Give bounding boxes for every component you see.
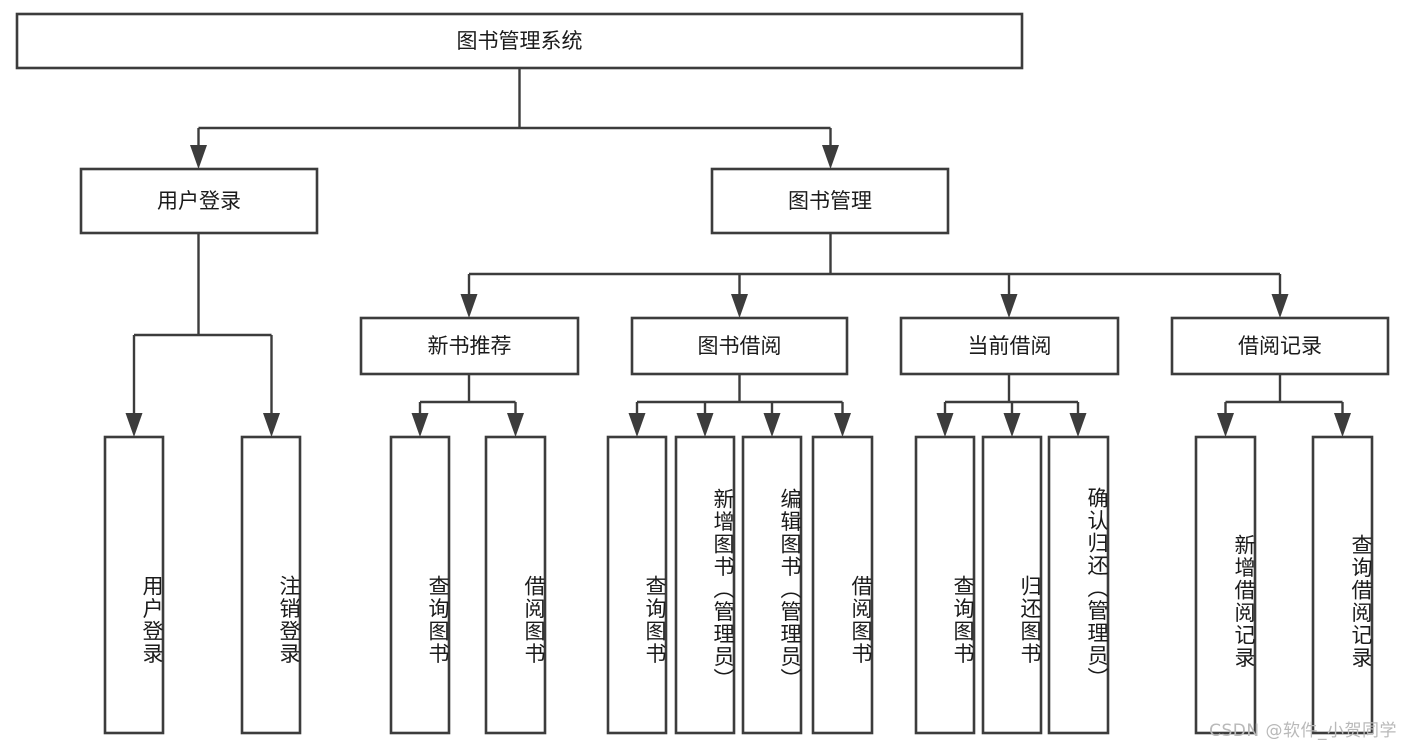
node-box-leaf-user-login[interactable] [103, 435, 165, 735]
arrow-newbook-leaf-1 [411, 413, 429, 437]
arrow-bookborrow-leaf-3 [763, 413, 781, 437]
node-box-leaf-borrow-book-1[interactable] [484, 435, 547, 735]
node-label-root: 图书管理系统 [457, 29, 583, 53]
nodes-layer: 图书管理系统 用户登录 图书管理 新书推荐 图书借阅 当前借阅 借阅记录 [15, 12, 1390, 735]
node-box-leaf-edit-book[interactable] [741, 435, 803, 735]
arrow-newbook-leaf-2 [507, 413, 524, 437]
node-box-leaf-logout[interactable] [240, 435, 302, 735]
node-label-current-borrow: 当前借阅 [968, 334, 1052, 358]
arrow-currentborrow-leaf-3 [1069, 413, 1087, 437]
node-box-leaf-add-record[interactable] [1194, 435, 1257, 735]
arrow-root-to-book-manage [822, 145, 839, 169]
node-box-leaf-borrow-book-2[interactable] [811, 435, 874, 735]
node-box-leaf-query-book-3[interactable] [914, 435, 976, 735]
node-label-borrow-record: 借阅记录 [1238, 334, 1322, 358]
edges-layer [125, 68, 1351, 437]
arrow-bookborrow-leaf-4 [834, 413, 851, 437]
node-box-leaf-add-book[interactable] [674, 435, 736, 735]
node-box-leaf-query-book-1[interactable] [389, 435, 451, 735]
arrow-bookmanage-to-book-borrow [731, 294, 748, 318]
arrow-bookborrow-leaf-1 [628, 413, 646, 437]
csdn-watermark: CSDN @软件_小贺同学 [1209, 721, 1397, 741]
arrow-currentborrow-leaf-2 [1003, 413, 1021, 437]
node-box-leaf-query-book-2[interactable] [606, 435, 668, 735]
node-box-leaf-return-book[interactable] [981, 435, 1043, 735]
node-box-book-manage[interactable] [710, 167, 950, 235]
node-box-new-book-recommend[interactable] [359, 316, 580, 376]
arrow-borrowrecord-leaf-2 [1334, 413, 1351, 437]
arrow-userlogin-leaf-2 [263, 413, 280, 437]
arrow-bookborrow-leaf-2 [696, 413, 714, 437]
node-label-new-book-recommend: 新书推荐 [428, 334, 512, 358]
arrow-root-to-user-login [190, 145, 207, 169]
node-box-leaf-query-record[interactable] [1311, 435, 1374, 735]
arrow-bookmanage-to-new-book [460, 294, 478, 318]
node-label-book-manage: 图书管理 [788, 189, 872, 213]
node-box-leaf-confirm-return[interactable] [1047, 435, 1110, 735]
arrow-borrowrecord-leaf-1 [1217, 413, 1234, 437]
arrow-bookmanage-to-current-borrow [1000, 294, 1018, 318]
arrow-bookmanage-to-borrow-record [1271, 294, 1289, 318]
arrow-userlogin-leaf-1 [125, 413, 143, 437]
arrow-currentborrow-leaf-1 [936, 413, 954, 437]
node-box-user-login[interactable] [79, 167, 319, 235]
node-box-book-borrow[interactable] [630, 316, 849, 376]
node-box-borrow-record[interactable] [1170, 316, 1390, 376]
node-box-current-borrow[interactable] [899, 316, 1120, 376]
node-label-user-login: 用户登录 [157, 189, 241, 213]
node-label-book-borrow: 图书借阅 [698, 334, 782, 358]
node-box-root[interactable] [15, 12, 1024, 70]
